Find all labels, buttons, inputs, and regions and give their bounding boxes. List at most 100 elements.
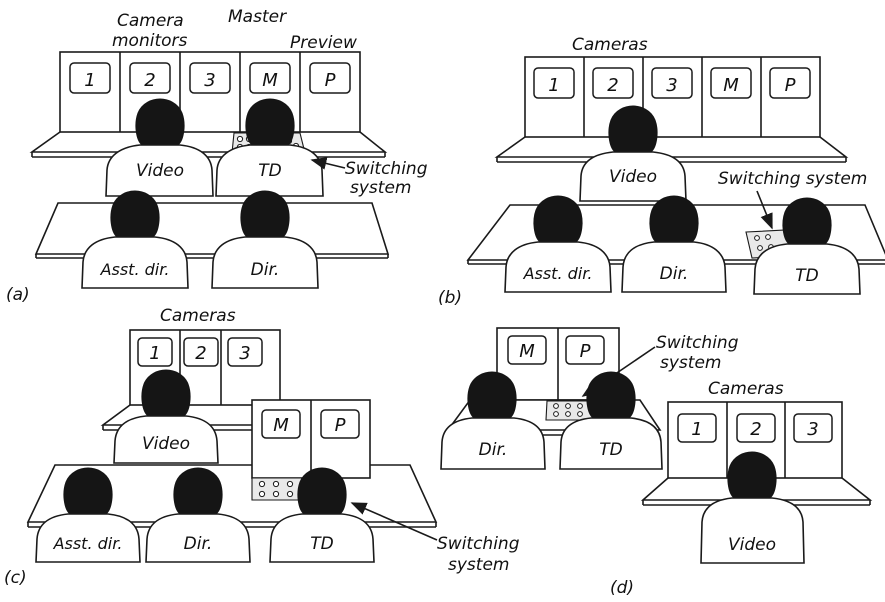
svg-text:3: 3	[666, 75, 677, 96]
monitor-key-m: M	[507, 335, 547, 365]
svg-text:2: 2	[607, 75, 618, 96]
person-dir: Dir.	[621, 195, 727, 293]
monitor-key-2: 2	[183, 337, 219, 367]
monitor-key-2: 2	[592, 67, 634, 99]
panel-label: (b)	[438, 288, 462, 308]
switching-label: Switching	[656, 333, 739, 353]
switching-label: system	[448, 555, 509, 575]
monitor-key-3: 3	[793, 413, 833, 443]
switching-label: Switching	[437, 534, 520, 554]
monitor-key-p: P	[320, 409, 360, 439]
monitor-key-3: 3	[189, 62, 231, 94]
panel-label: (d)	[610, 578, 634, 597]
svg-text:Dir.: Dir.	[479, 440, 508, 460]
arrow	[350, 502, 438, 541]
svg-text:3: 3	[204, 70, 215, 91]
svg-text:Video: Video	[142, 434, 190, 454]
svg-text:2: 2	[750, 419, 761, 440]
panel-b: Cameras 1 2 3 M P Video Switching system	[438, 35, 885, 308]
svg-text:Video: Video	[609, 167, 657, 187]
group-label: Cameras	[708, 379, 784, 399]
person-asst-dir: Asst. dir.	[81, 190, 189, 289]
svg-text:3: 3	[807, 419, 818, 440]
person-dir: Dir.	[211, 190, 319, 289]
arrow	[756, 190, 773, 230]
svg-text:1: 1	[149, 343, 160, 364]
panel-d: M P Switching system Dir. TD Cameras	[440, 327, 873, 598]
group-label: monitors	[112, 31, 188, 51]
svg-text:TD: TD	[599, 440, 622, 460]
svg-text:Dir.: Dir.	[660, 264, 689, 284]
svg-text:M: M	[519, 341, 535, 362]
svg-text:P: P	[325, 70, 336, 91]
monitor-key-p: P	[565, 335, 605, 365]
svg-text:TD: TD	[795, 266, 818, 286]
monitor-key-p: P	[309, 62, 351, 94]
person-video: Video	[700, 451, 805, 564]
person-asst-dir: Asst. dir.	[504, 195, 612, 293]
svg-text:M: M	[262, 70, 278, 91]
svg-text:M: M	[723, 75, 739, 96]
group-label: Master	[228, 7, 287, 27]
person-td: TD	[753, 197, 861, 295]
svg-text:Video: Video	[136, 161, 184, 181]
panel-label: (a)	[6, 285, 30, 305]
svg-text:P: P	[580, 341, 591, 362]
svg-text:Video: Video	[728, 535, 776, 555]
monitor-key-p: P	[769, 67, 811, 99]
svg-text:TD: TD	[258, 161, 281, 181]
svg-text:Asst. dir.: Asst. dir.	[53, 534, 123, 553]
svg-text:1: 1	[548, 75, 559, 96]
monitor-key-1: 1	[137, 337, 173, 367]
person-asst-dir: Asst. dir.	[35, 467, 141, 563]
person-td: TD	[559, 371, 663, 470]
group-label: Preview	[290, 33, 357, 53]
monitor-key-2: 2	[129, 62, 171, 94]
group-label: Cameras	[572, 35, 648, 55]
monitor-key-m: M	[249, 62, 291, 94]
person-video: Video	[579, 105, 687, 202]
panel-label: (c)	[4, 568, 27, 588]
switching-panel	[545, 400, 601, 421]
console	[494, 136, 849, 158]
person-video: Video	[105, 98, 214, 197]
panel-a: 1 2 3 M P Camera monitors Master Preview…	[6, 7, 428, 305]
monitor-key-m: M	[261, 409, 301, 439]
panel-c: Cameras 1 2 3 Video M P	[4, 306, 520, 588]
person-td: TD	[215, 98, 324, 197]
monitor-key-3: 3	[227, 337, 263, 367]
monitor-key-1: 1	[677, 413, 717, 443]
monitor-key-1: 1	[533, 67, 575, 99]
svg-text:2: 2	[195, 343, 206, 364]
person-dir: Dir.	[440, 371, 546, 470]
switching-label: Switching system	[718, 169, 867, 189]
monitor-key-2: 2	[736, 413, 776, 443]
svg-text:3: 3	[239, 343, 250, 364]
person-dir: Dir.	[145, 467, 251, 563]
svg-text:TD: TD	[310, 534, 333, 554]
svg-text:M: M	[273, 415, 289, 436]
svg-text:1: 1	[84, 70, 95, 91]
person-video: Video	[113, 369, 219, 464]
arrow	[310, 157, 346, 170]
svg-text:Dir.: Dir.	[251, 260, 280, 280]
monitor-key-3: 3	[651, 67, 693, 99]
monitor-key-1: 1	[69, 62, 111, 94]
svg-text:Dir.: Dir.	[184, 534, 213, 554]
svg-text:Asst. dir.: Asst. dir.	[523, 264, 593, 283]
svg-text:2: 2	[144, 70, 155, 91]
switching-label: system	[350, 178, 411, 198]
switching-label: system	[660, 353, 721, 373]
switching-label: Switching	[345, 159, 428, 179]
svg-text:Asst. dir.: Asst. dir.	[100, 260, 170, 279]
svg-text:P: P	[335, 415, 346, 436]
svg-text:1: 1	[691, 419, 702, 440]
monitor-key-m: M	[710, 67, 752, 99]
director-table	[34, 202, 390, 255]
console	[29, 131, 388, 153]
group-label: Camera	[117, 11, 184, 31]
svg-text:P: P	[785, 75, 796, 96]
group-label: Cameras	[160, 306, 236, 326]
person-td: TD	[269, 467, 375, 563]
